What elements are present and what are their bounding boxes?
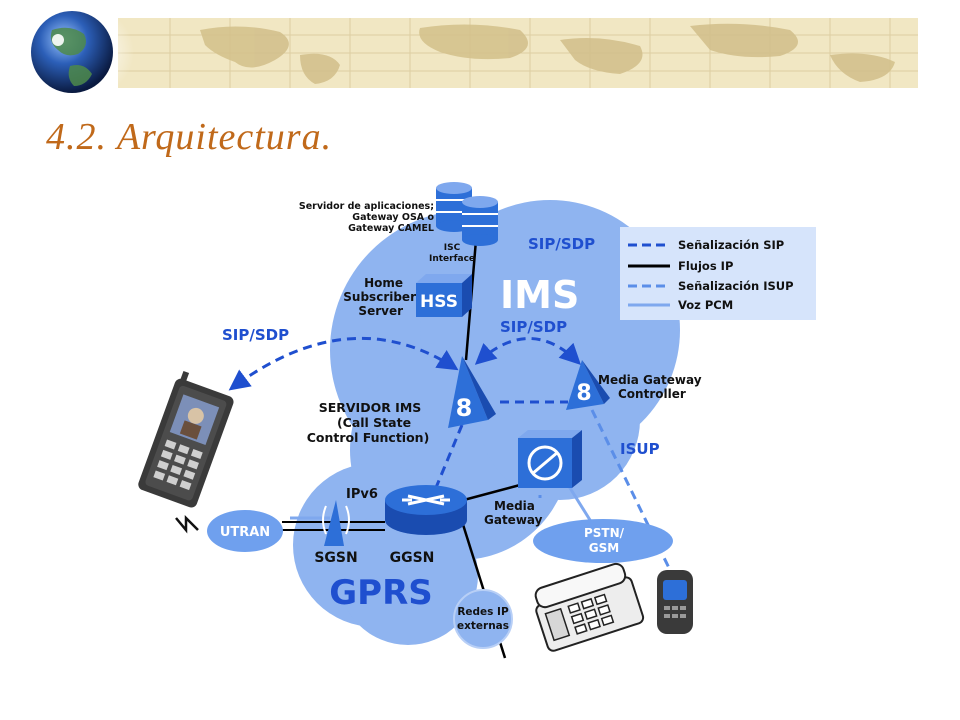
ipv6-label: IPv6 [346, 487, 378, 502]
legend: Señalización SIP Flujos IP Señalización … [620, 227, 816, 320]
utran-node [207, 510, 283, 552]
mgw-label-2: Gateway [484, 513, 543, 527]
isc-label-1: ISC [444, 243, 461, 253]
gprs-label: GPRS [329, 573, 433, 613]
media-gateway-icon [518, 430, 582, 488]
cscf-label-3: Control Function) [307, 430, 430, 445]
svg-text:8: 8 [576, 381, 591, 406]
redes-label-2: externas [457, 620, 509, 632]
svg-text:8: 8 [456, 394, 473, 422]
sgsn-antenna-icon [322, 500, 350, 546]
sip-signalling-links [228, 336, 582, 491]
banner-continents [200, 23, 895, 84]
mgw-label-1: Media [494, 499, 535, 513]
sip-sdp-left-label: SIP/SDP [222, 326, 289, 344]
redes-ip-node [453, 589, 513, 649]
cscf-label-2: (Call State [337, 415, 411, 430]
legend-item-pcm: Voz PCM [678, 298, 733, 312]
redes-label-1: Redes IP [457, 606, 509, 618]
hss-box-label: HSS [420, 292, 458, 312]
ims-label: IMS [500, 273, 579, 317]
mobile-signal-mark [175, 514, 199, 534]
sip-arrow-to-mobile [228, 336, 459, 391]
legend-item-sip: Señalización SIP [678, 238, 784, 252]
sip-sdp-top-label: SIP/SDP [528, 235, 595, 253]
pstn-node [533, 519, 673, 563]
slide-title: 4.2. Arquitectura. [46, 116, 333, 158]
desk-phone-icon [534, 562, 645, 652]
ggsn-label: GGSN [390, 550, 435, 566]
isc-label-2: Interface [429, 254, 475, 264]
cell-phone-icon [657, 570, 693, 634]
database-icon [436, 182, 498, 246]
cscf-node-icon: 8 [448, 356, 496, 428]
mgc-label-1: Media Gateway [598, 373, 702, 387]
hss-label-2: Subscriber [343, 290, 416, 304]
app-server-label-3: Gateway CAMEL [348, 223, 434, 234]
legend-item-isup: Señalización ISUP [678, 279, 794, 293]
mgc-node-icon: 8 [566, 360, 610, 410]
globe-icon [31, 11, 113, 93]
pstn-label-1: PSTN/ [584, 526, 625, 540]
pstn-label-2: GSM [589, 541, 619, 555]
isup-label: ISUP [620, 440, 660, 458]
hss-label-3: Server [358, 304, 403, 318]
sgsn-label: SGSN [314, 550, 357, 566]
sip-sdp-inner-label: SIP/SDP [500, 318, 567, 336]
ggsn-router-icon [385, 485, 467, 535]
app-server-label-1: Servidor de aplicaciones; [299, 201, 434, 212]
header-banner [31, 8, 918, 96]
isup-signalling-links [538, 409, 672, 571]
utran-label: UTRAN [220, 525, 270, 540]
mgc-label-2: Controller [618, 387, 686, 401]
legend-item-ip: Flujos IP [678, 259, 733, 273]
app-server-label-2: Gateway OSA o [352, 212, 434, 223]
mobile-phone-icon [138, 370, 234, 508]
cscf-label-1: SERVIDOR IMS [319, 400, 422, 415]
hss-label-1: Home [364, 276, 403, 290]
hss-box-icon [416, 274, 472, 317]
